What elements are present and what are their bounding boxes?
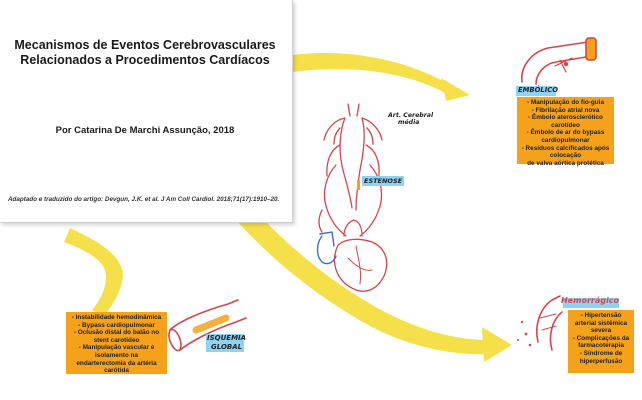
arrow-to-hemorrhagic: [164, 98, 512, 362]
embolic-vessel-icon: [521, 37, 597, 85]
ischemia-item: - Bypass cardiopulmonar: [78, 321, 155, 329]
embolic-item: colocação: [549, 152, 582, 160]
author-line: Por Catarina De Marchi Assunção, 2018: [55, 125, 235, 136]
ischemia-item: - Instabilidade hemodinâmica: [71, 314, 162, 321]
embolic-item: - Êmbolo aterosclerótico: [528, 114, 603, 122]
embolic-item: - Fibrilação atrial nova: [531, 106, 600, 114]
embolic-item: cardiopulmonar: [541, 136, 590, 144]
stenosis-tag-bg: [362, 176, 404, 186]
source-citation: Adaptado e traduzido do artigo: Devgun, …: [8, 196, 280, 203]
ischemia-tag-bg: [206, 334, 244, 352]
hemorrhagic-causes-box: - Hipertensão arterial sistêmica severa …: [568, 310, 634, 373]
artery-label-line-2: média: [398, 119, 420, 126]
hemorrhagic-tag-bg: [563, 298, 619, 308]
ischemia-label-line-2: GLOBAL: [211, 342, 243, 351]
title-line-2: Relacionados a Procedimentos Cardíacos: [20, 53, 270, 67]
ischemia-item: stent carotídeo: [93, 336, 140, 344]
page-title: Mecanismos de Eventos Cerebrovasculares …: [10, 38, 280, 68]
hemorrhagic-vessel-icon: [517, 295, 563, 351]
cerebral-arteries-drawing: [318, 103, 383, 237]
artery-label-line-1: Art. Cerebral: [388, 112, 434, 119]
embolic-tag-bg: [516, 86, 556, 96]
hemorrhagic-item: severa: [590, 327, 612, 335]
stenosis-marker: [357, 180, 360, 190]
embolic-causes-box: - Manipulação do fio-guia - Fibrilação a…: [517, 97, 614, 167]
ischemia-item: carótida: [104, 367, 129, 375]
hemorrhagic-item: farmacoterapia: [578, 342, 624, 350]
hemorrhagic-item: - Hipertensão: [580, 312, 622, 319]
ischemia-causes-box: - Instabilidade hemodinâmica - Bypass ca…: [66, 312, 167, 374]
embolic-item: de valva aórtica protética: [527, 159, 604, 167]
embolic-item: carotídeo: [551, 121, 580, 129]
stenosis-label: ESTENOSE: [364, 177, 403, 185]
title-line-1: Mecanismos de Eventos Cerebrovasculares: [14, 38, 276, 52]
hemorrhagic-item: - Síndrome de: [579, 349, 623, 357]
ischemia-item: - Manipulação vascular e: [78, 344, 155, 352]
ischemia-item: - Oclusão distal do balão no: [73, 329, 160, 337]
artery-label: Art. Cerebral média: [388, 112, 433, 126]
hemorrhagic-item: - Complicações da: [572, 334, 630, 342]
ischemia-item: isolamento na: [95, 351, 138, 359]
arrow-to-ischemia: [64, 228, 123, 316]
ischemia-label: ISQUEMIA GLOBAL: [207, 334, 246, 351]
embolic-item: - Resíduos calcificados após: [521, 144, 610, 152]
hemorrhagic-label: Hemorrágico: [561, 296, 619, 305]
title-card: Mecanismos de Eventos Cerebrovasculares …: [0, 0, 293, 223]
embolic-item: - Manipulação do fio-guia: [526, 99, 605, 106]
arrow-to-embolic: [292, 53, 470, 101]
hemorrhagic-item: hiperperfusão: [579, 357, 623, 365]
ischemia-label-line-1: ISQUEMIA: [207, 334, 247, 342]
heart-drawing: [316, 219, 388, 292]
embolic-item: - Êmbolo de ar do bypass: [526, 129, 605, 137]
hemorrhagic-item: arterial sistêmica: [574, 319, 628, 327]
embolic-label: EMBÓLICO: [518, 86, 558, 94]
ischemia-item: endarterectomia da artéria: [76, 359, 157, 367]
